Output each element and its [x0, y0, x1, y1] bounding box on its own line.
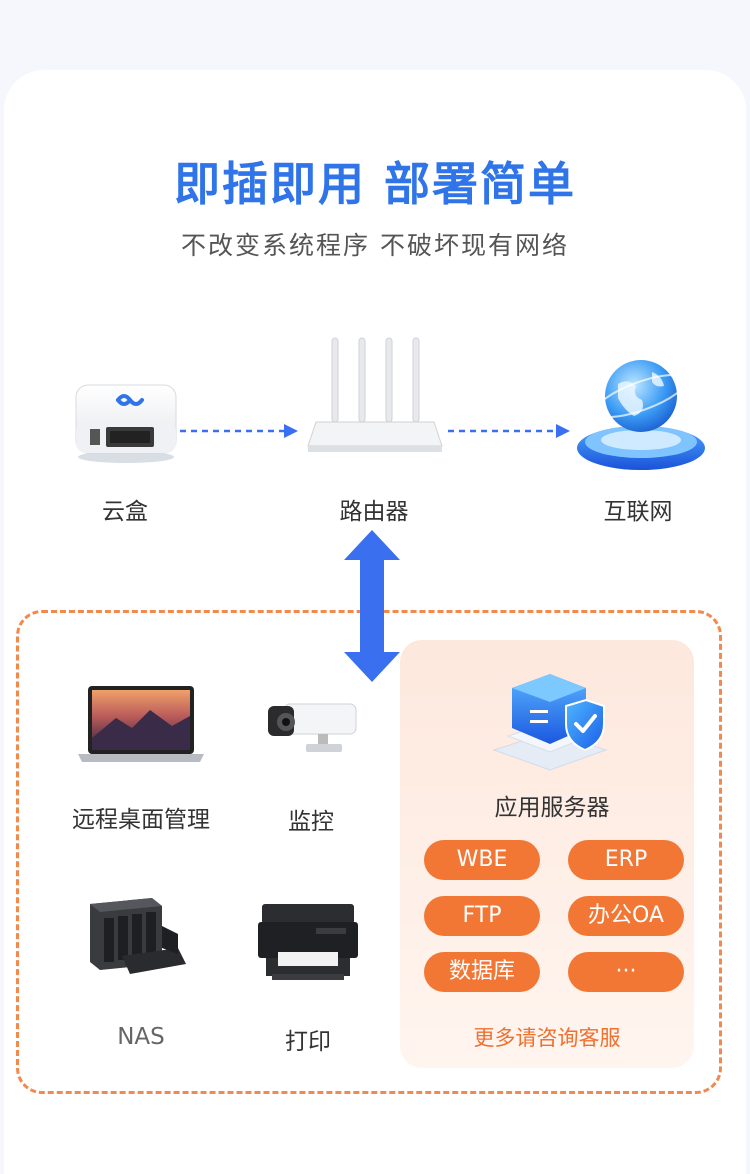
- printer-icon: [258, 904, 358, 980]
- dashed-arrow-icon: [180, 424, 298, 438]
- double-arrow-icon: [344, 530, 400, 682]
- service-pill-ftp: FTP: [424, 896, 540, 936]
- service-pill-oa: 办公OA: [568, 896, 684, 936]
- camera-icon: [268, 703, 357, 752]
- server-label: 应用服务器: [494, 795, 610, 821]
- node-label-router: 路由器: [339, 499, 409, 525]
- nas-icon: [90, 898, 186, 974]
- service-pill-database: 数据库: [424, 952, 540, 992]
- dashed-arrow-icon: [448, 424, 570, 438]
- service-pill-wbe: WBE: [424, 840, 540, 880]
- cloud-box-icon: [75, 384, 177, 463]
- device-label-nas: NAS: [117, 1024, 165, 1050]
- service-pill-more: ···: [568, 952, 684, 992]
- device-label-laptop: 远程桌面管理: [72, 807, 210, 833]
- node-label-cloud-box: 云盒: [102, 499, 148, 525]
- device-label-printer: 打印: [285, 1029, 331, 1055]
- server-shield-icon: [492, 674, 608, 771]
- node-label-internet: 互联网: [603, 499, 673, 525]
- globe-icon: [577, 360, 705, 470]
- device-label-camera: 监控: [288, 809, 334, 835]
- service-pill-erp: ERP: [568, 840, 684, 880]
- router-icon: [307, 337, 443, 452]
- laptop-icon: [78, 686, 204, 762]
- more-info-text: 更多请咨询客服: [473, 1026, 621, 1050]
- page-title: 即插即用 部署简单: [173, 157, 576, 211]
- page-subtitle: 不改变系统程序 不破坏现有网络: [181, 231, 569, 260]
